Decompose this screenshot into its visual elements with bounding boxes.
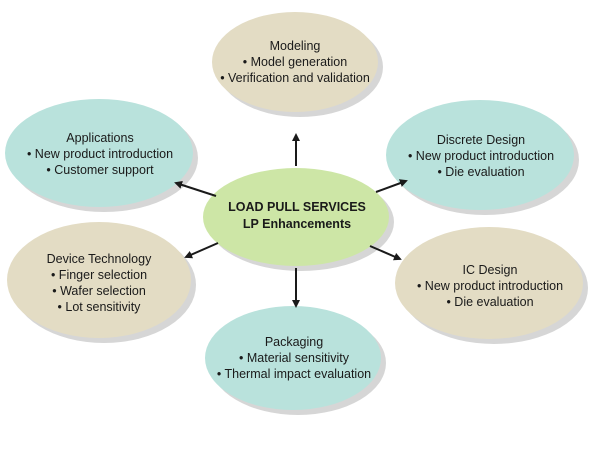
device-technology-item: • Finger selection bbox=[50, 268, 148, 282]
applications-item: • Customer support bbox=[46, 163, 154, 177]
device-technology-node: Device Technology • Finger selection • W… bbox=[10, 244, 188, 322]
modeling-item: • Model generation bbox=[242, 55, 348, 69]
arrow-to-discrete-design bbox=[375, 179, 408, 193]
applications-title: Applications bbox=[66, 131, 134, 145]
ic-design-title: IC Design bbox=[462, 263, 518, 277]
modeling-item: • Verification and validation bbox=[220, 71, 370, 85]
applications-node: Applications • New product introduction … bbox=[8, 124, 192, 184]
discrete-design-title: Discrete Design bbox=[436, 133, 526, 147]
center-ellipse bbox=[203, 168, 389, 266]
arrow-to-applications bbox=[174, 181, 217, 197]
ic-design-item: • New product introduction bbox=[416, 279, 564, 293]
device-technology-item: • Wafer selection bbox=[52, 284, 146, 298]
modeling-node: Modeling • Model generation • Verificati… bbox=[212, 32, 378, 92]
arrow-to-device-technology bbox=[184, 242, 219, 259]
center-node: LOAD PULL SERVICES LP Enhancements bbox=[208, 196, 386, 236]
packaging-item: • Material sensitivity bbox=[239, 351, 349, 365]
center-subtitle: LP Enhancements bbox=[242, 217, 352, 231]
arrow-to-ic-design bbox=[369, 245, 402, 261]
discrete-design-item: • Die evaluation bbox=[437, 165, 525, 179]
applications-ellipse bbox=[5, 99, 193, 207]
ic-design-ellipse bbox=[395, 227, 583, 339]
device-technology-item: • Lot sensitivity bbox=[57, 300, 141, 314]
packaging-ellipse bbox=[205, 306, 381, 410]
discrete-design-ellipse bbox=[386, 100, 574, 210]
packaging-title: Packaging bbox=[264, 335, 324, 349]
applications-item: • New product introduction bbox=[26, 147, 174, 161]
device-technology-title: Device Technology bbox=[46, 252, 152, 266]
discrete-design-node: Discrete Design • New product introducti… bbox=[390, 126, 572, 186]
ic-design-item: • Die evaluation bbox=[446, 295, 534, 309]
packaging-item: • Thermal impact evaluation bbox=[216, 367, 372, 381]
modeling-title: Modeling bbox=[269, 39, 321, 53]
ic-design-node: IC Design • New product introduction • D… bbox=[398, 256, 582, 316]
modeling-ellipse bbox=[212, 12, 378, 112]
arrows bbox=[174, 133, 408, 308]
center-title: LOAD PULL SERVICES bbox=[228, 200, 366, 214]
discrete-design-item: • New product introduction bbox=[407, 149, 555, 163]
device-technology-ellipse bbox=[7, 222, 191, 338]
packaging-node: Packaging • Material sensitivity • Therm… bbox=[206, 328, 382, 388]
